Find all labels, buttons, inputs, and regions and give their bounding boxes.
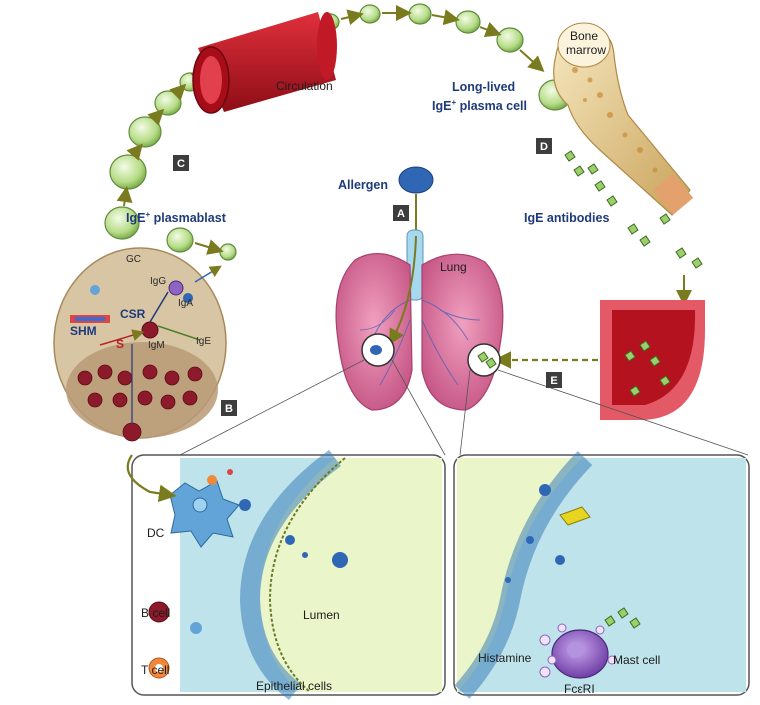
- lung-zoom-right-ige: [477, 351, 497, 369]
- bone-marrow-label-2: marrow: [566, 43, 606, 57]
- long-lived-label-1: Long-lived: [452, 80, 515, 94]
- small-dc-icon: [190, 622, 202, 634]
- circulation-label: Circulation: [276, 79, 333, 93]
- long-lived-plus: +: [451, 98, 456, 107]
- long-lived-ige: IgE: [432, 99, 451, 113]
- dendritic-cell-nucleus: [192, 497, 208, 513]
- step-e-marker: E: [546, 372, 562, 388]
- gc-label: GC: [126, 254, 141, 265]
- step-d-marker: D: [536, 138, 552, 154]
- ige-antibodies-label: IgE antibodies: [524, 211, 609, 225]
- lung-zoom-left-allergen: [370, 345, 382, 355]
- fcer-label: FcεRI: [564, 682, 595, 696]
- allergen-label: Allergen: [338, 178, 388, 192]
- airway-panel-left: [131, 449, 446, 701]
- step-a-marker: A: [393, 205, 409, 221]
- bone-marrow: [553, 22, 694, 216]
- igg-label: IgG: [150, 276, 166, 287]
- igm-label: IgM: [148, 340, 165, 351]
- plasmablast-text: plasmablast: [150, 211, 227, 225]
- allergen-particle: [398, 166, 434, 194]
- zoom-lines: [179, 359, 749, 456]
- long-lived-plasma: plasma cell: [456, 99, 527, 113]
- ige-antibodies-cluster: [564, 150, 703, 269]
- s-label: S: [116, 337, 124, 351]
- dendritic-cell: [169, 480, 240, 548]
- plasmablast-ige: IgE: [126, 211, 145, 225]
- ige-label-gc: IgE: [196, 336, 211, 347]
- step-e-label: E: [550, 375, 557, 387]
- ige-plasmablast-label: IgE+ plasmablast: [126, 210, 227, 225]
- long-lived-label-2: IgE+ plasma cell: [432, 98, 527, 113]
- step-c-label: C: [177, 158, 185, 170]
- step-b-marker: B: [221, 400, 237, 416]
- iga-label: IgA: [178, 298, 193, 309]
- b-cell-icon: [148, 601, 170, 623]
- lung-label: Lung: [440, 260, 467, 274]
- plasmablast-plus: +: [145, 210, 150, 219]
- blood-vessel-section: [600, 300, 705, 420]
- circulation-vessel: [192, 12, 337, 114]
- lumen-label: Lumen: [303, 608, 340, 622]
- dc-label: DC: [147, 526, 165, 540]
- allergen-into-lung-arrow: [389, 235, 417, 346]
- step-d-label: D: [540, 141, 548, 153]
- airway-panel-right: [453, 451, 750, 699]
- shm-label: SHM: [70, 324, 97, 338]
- lungs: [335, 229, 504, 411]
- b-cell-label: B cell: [141, 606, 170, 620]
- mast-cell-label: Mast cell: [613, 653, 660, 667]
- csr-label: CSR: [120, 307, 146, 321]
- t-cell-label: T cell: [141, 663, 169, 677]
- germinal-center: [53, 247, 227, 442]
- histamine-label: Histamine: [478, 651, 532, 665]
- step-b-label: B: [225, 403, 233, 415]
- bone-marrow-label-1: Bone: [570, 29, 598, 43]
- step-c-marker: C: [173, 155, 189, 171]
- epithelial-cells-label: Epithelial cells: [256, 679, 332, 693]
- dc-to-gc-arrow: [126, 454, 177, 503]
- step-a-label: A: [397, 208, 405, 220]
